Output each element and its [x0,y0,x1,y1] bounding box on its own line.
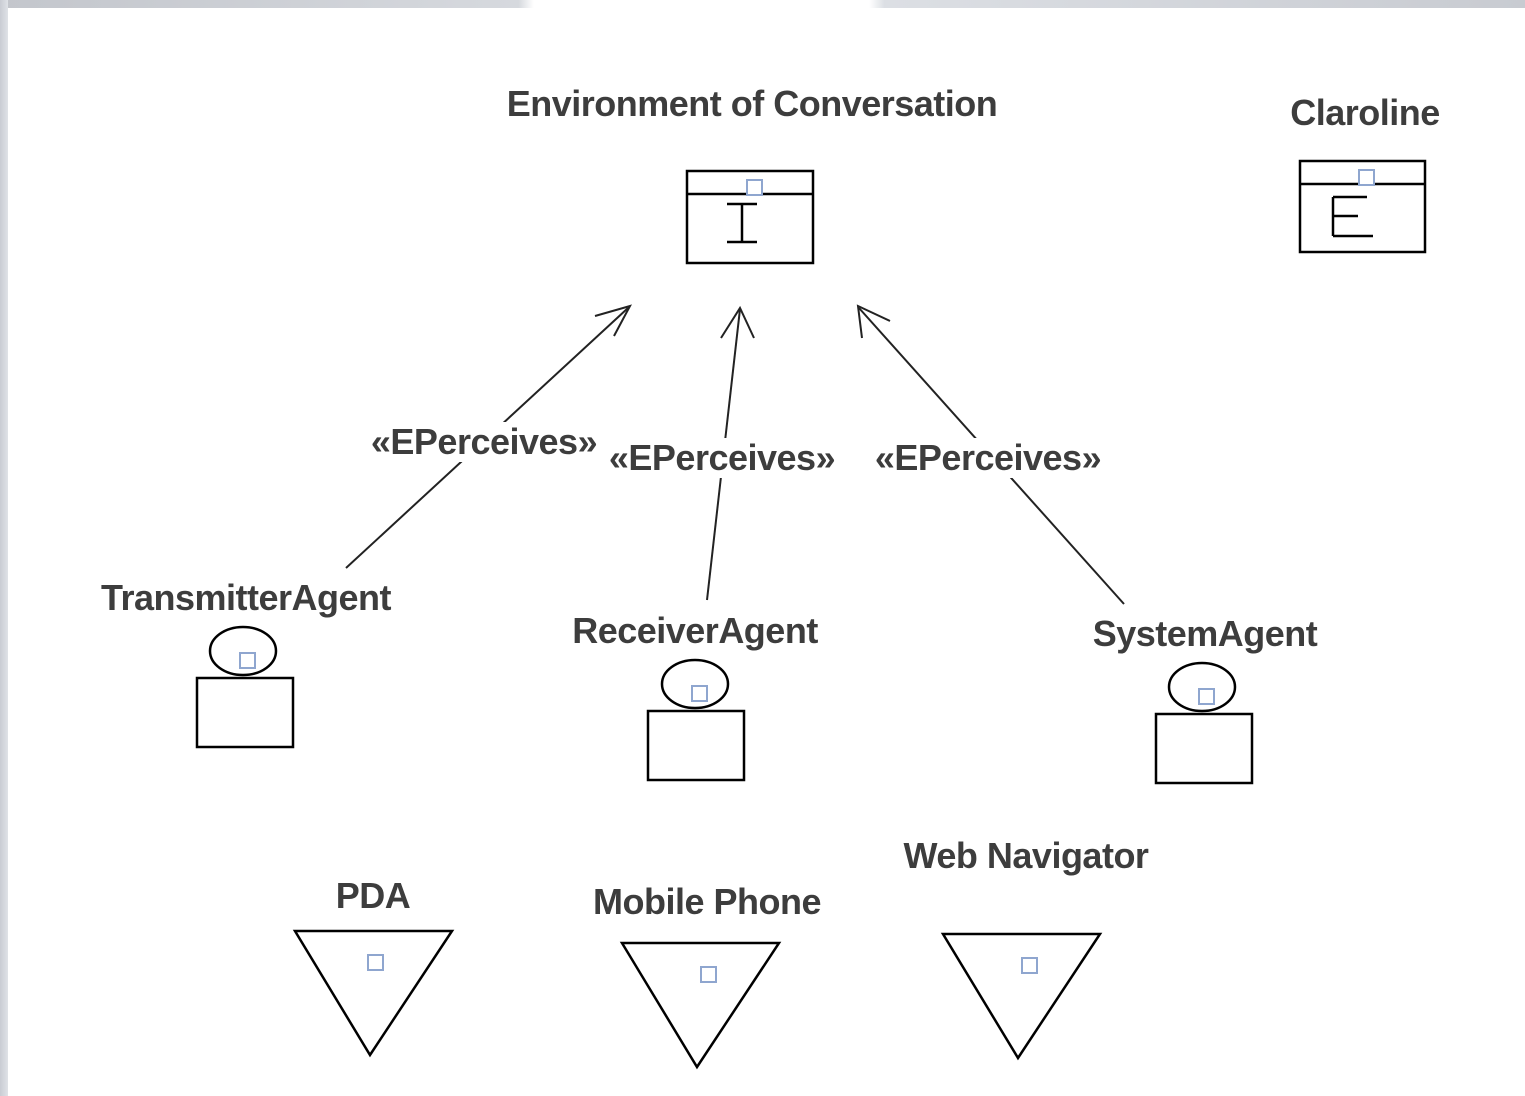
agent-system-label: SystemAgent [1092,613,1318,654]
selection-handle[interactable] [1358,169,1375,186]
device-pda-label: PDA [335,875,411,916]
device-pda-icon[interactable] [292,929,455,1058]
device-web-navigator-icon[interactable] [940,932,1103,1061]
selection-handle[interactable] [700,966,717,983]
selection-handle[interactable] [691,685,708,702]
selection-handle[interactable] [1021,957,1038,974]
window-frame-left [0,0,8,1096]
device-web-navigator-label: Web Navigator [903,835,1149,876]
selection-handle[interactable] [1198,688,1215,705]
window-frame-top [0,0,1525,8]
environment-conversation-label: Environment of Conversation [506,83,998,124]
selection-handle[interactable] [367,954,384,971]
agent-system-icon[interactable] [1154,661,1254,785]
agent-receiver-label: ReceiverAgent [572,610,818,651]
selection-handle[interactable] [239,652,256,669]
agent-receiver-icon[interactable] [646,658,746,782]
environment-claroline-icon[interactable] [1298,159,1427,254]
environment-claroline-label: Claroline [1290,92,1440,133]
agent-transmitter-label: TransmitterAgent [100,577,392,618]
selection-handle[interactable] [746,179,763,196]
agent-transmitter-icon[interactable] [195,625,295,749]
device-mobile-phone-icon[interactable] [619,941,782,1070]
diagram-canvas[interactable] [8,8,1525,1096]
device-mobile-phone-label: Mobile Phone [593,881,822,922]
stereotype-label-transmitter: «EPerceives» [368,421,600,462]
stereotype-label-receiver: «EPerceives» [606,437,838,478]
stereotype-label-system: «EPerceives» [872,437,1104,478]
environment-conversation-icon[interactable] [685,169,815,265]
